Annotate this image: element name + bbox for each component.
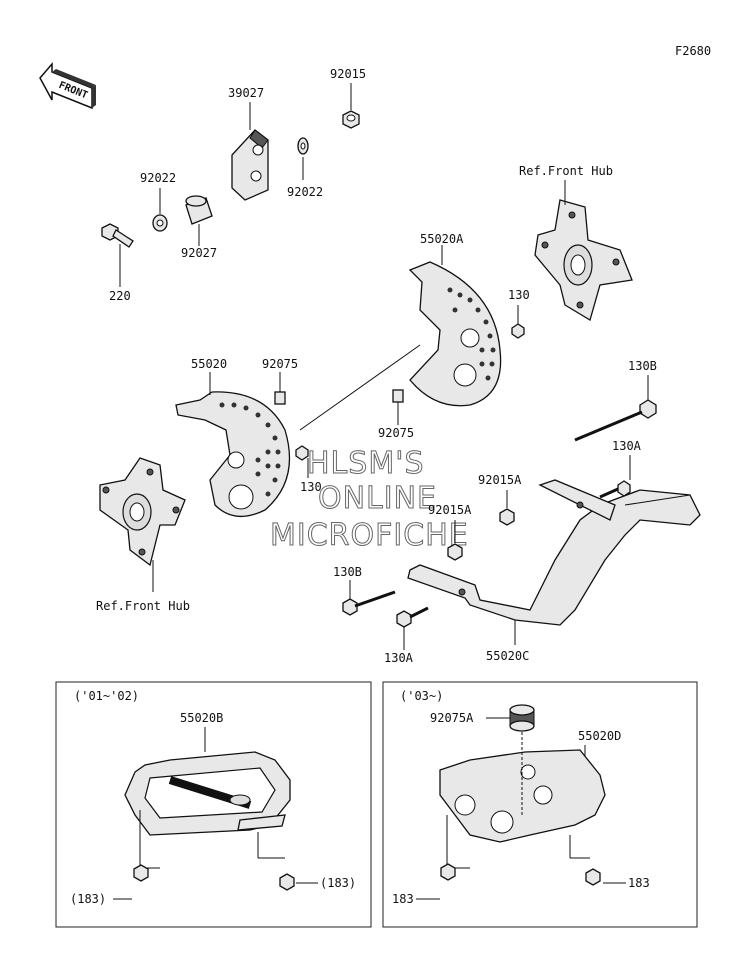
bolt-183-left-a: [133, 864, 149, 882]
collar-92027: [185, 195, 213, 246]
nut-92015A-b: [447, 520, 463, 561]
label-130B-right: 130B: [628, 359, 657, 373]
bolt-130A-right: [599, 455, 631, 499]
block-39027: [231, 102, 269, 201]
inset-right-part-b-label: 55020D: [578, 729, 621, 743]
label-130-top: 130: [508, 288, 530, 302]
inset-left-years: ('01~'02): [74, 689, 139, 703]
leader-guide-line: [299, 344, 421, 431]
inset-left-bolt-label-right: (183): [320, 876, 356, 890]
collar-92075-left: [274, 372, 286, 405]
label-130A-right: 130A: [612, 439, 642, 453]
front-hub-top: [534, 180, 633, 321]
nut-92015A-a: [499, 490, 515, 526]
bushing-92075A: [509, 704, 535, 732]
inset-right-bolt-label-left: 183: [392, 892, 414, 906]
label-refhub-bottom: Ref.Front Hub: [96, 599, 190, 613]
label-55020: 55020: [191, 357, 227, 371]
inset-left-part-label: 55020B: [180, 711, 223, 725]
bumper-frame-55020C: [407, 479, 701, 645]
bolt-130-top: [511, 305, 525, 339]
label-92015A-a: 92015A: [478, 473, 522, 487]
label-92027: 92027: [181, 246, 217, 260]
washer-92022-right: [297, 137, 309, 180]
bolt-183-left-b: [279, 873, 295, 891]
watermark-line-2: ONLINE: [318, 481, 437, 516]
label-92015A-b: 92015A: [428, 503, 472, 517]
inset-right-years: ('03~): [400, 689, 443, 703]
washer-92022-left: [152, 188, 168, 232]
bolt-130B-right: [574, 375, 657, 442]
label-39027: 39027: [228, 86, 264, 100]
label-92022-right: 92022: [287, 185, 323, 199]
disc-guard-55020A: [408, 245, 502, 407]
watermark-line-1: HLSM'S: [307, 446, 425, 481]
disc-guard-55020: [175, 372, 291, 517]
label-130-mid: 130: [300, 480, 322, 494]
skid-plate-55020B: [124, 751, 291, 836]
bolt-130B-left: [342, 580, 396, 616]
label-92015: 92015: [330, 67, 366, 81]
skid-plate-55020D: [439, 732, 606, 843]
label-55020C: 55020C: [486, 649, 529, 663]
bolt-130A-bottom: [396, 606, 429, 650]
label-130B-left: 130B: [333, 565, 362, 579]
bolt-220: [101, 223, 134, 287]
figure-code: F2680: [675, 44, 711, 58]
label-220: 220: [109, 289, 131, 303]
nut-92015: [342, 83, 360, 129]
label-refhub-top: Ref.Front Hub: [519, 164, 613, 178]
collar-92075-mid: [392, 389, 404, 425]
inset-left: ('01~'02) 55020B (183) (183): [55, 681, 372, 928]
watermark-line-3: MICROFICHE: [270, 518, 469, 553]
label-92075-left: 92075: [262, 357, 298, 371]
inset-left-bolt-label-left: (183): [70, 892, 106, 906]
inset-right-bolt-label-right: 183: [628, 876, 650, 890]
label-92022-left: 92022: [140, 171, 176, 185]
label-92075-mid: 92075: [378, 426, 414, 440]
bolt-130-mid: [295, 445, 309, 478]
inset-right-part-a-label: 92075A: [430, 711, 474, 725]
bolt-183-right-a: [440, 863, 456, 881]
bolt-183-right-b: [585, 868, 601, 886]
label-130A-bottom: 130A: [384, 651, 414, 665]
front-arrow-icon: FRONT: [39, 61, 96, 110]
label-55020A: 55020A: [420, 232, 464, 246]
front-hub-bottom: [99, 457, 186, 592]
inset-right: ('03~) 92075A 55020D 183 183: [382, 681, 698, 928]
